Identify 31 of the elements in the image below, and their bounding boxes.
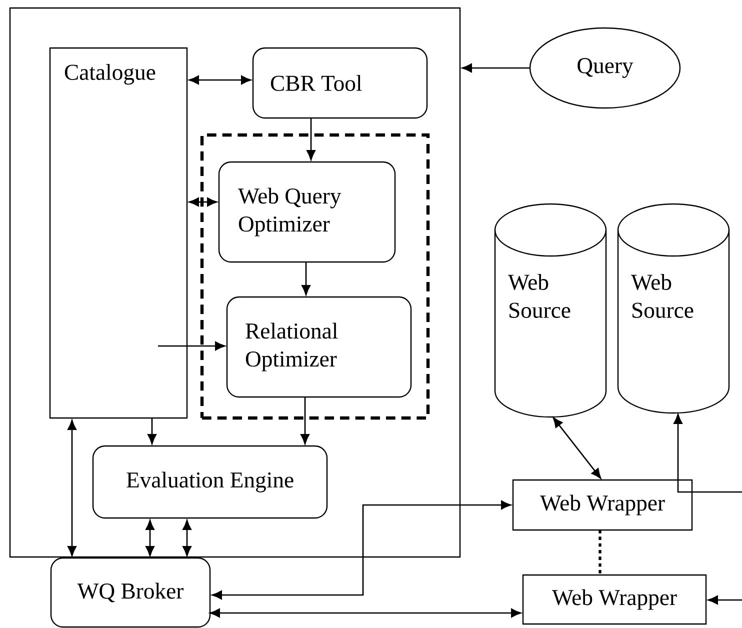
database-cylinder: Web Source	[494, 203, 607, 418]
wrapper-box: Web Wrapper	[512, 479, 693, 531]
arrow	[552, 417, 602, 479]
system-boundary-box	[9, 7, 461, 558]
catalogue-box: Catalogue	[49, 47, 188, 419]
arrow	[182, 520, 192, 556]
arrow	[306, 118, 316, 160]
dotted-connector	[598, 530, 602, 575]
arrow	[146, 520, 154, 556]
arrow	[212, 500, 512, 600]
process-box: Relational Optimizer	[226, 296, 412, 398]
database-cylinder: Web Source	[617, 203, 730, 414]
arrow	[210, 608, 522, 618]
arrow	[674, 414, 742, 493]
arrow	[462, 64, 530, 72]
process-box: Web Query Optimizer	[218, 161, 396, 263]
arrow	[158, 342, 226, 350]
node-label: Web Source	[508, 274, 570, 318]
process-box: CBR Tool	[252, 47, 428, 119]
wrapper-box: Web Wrapper	[522, 574, 707, 625]
arrow	[188, 76, 252, 84]
arrow	[148, 418, 156, 444]
optimizer-group-box	[200, 133, 430, 420]
node-label: Web Source	[631, 274, 694, 318]
process-box: Evaluation Engine	[92, 445, 328, 519]
arrow	[708, 596, 742, 604]
arrow	[68, 420, 76, 556]
broker-box: WQ Broker	[50, 557, 211, 628]
arrow	[188, 198, 218, 206]
arrow	[300, 397, 310, 444]
arrow	[302, 262, 310, 296]
